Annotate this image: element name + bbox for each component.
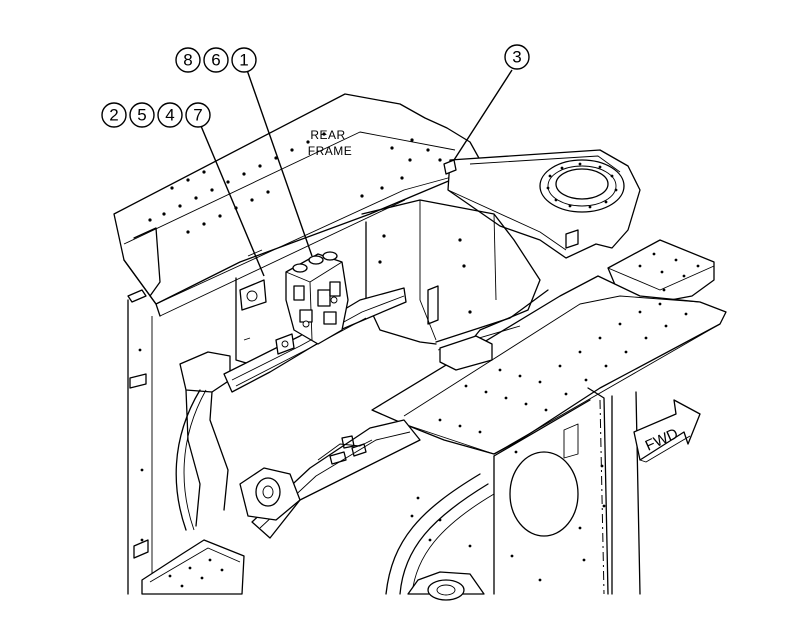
callout-b-2: 4 (165, 106, 174, 125)
valve-assembly (239, 249, 349, 355)
callout-b-3: 7 (193, 106, 202, 125)
callout-3: 3 (512, 48, 521, 67)
rear-frame-label: REAR FRAME (308, 128, 353, 158)
callout-group-b: 2 5 4 7 (101, 102, 211, 128)
pivot-boss (239, 467, 301, 521)
part-3-fitting (443, 159, 457, 175)
callout-b-0: 2 (109, 106, 118, 125)
leader-lines (200, 69, 513, 277)
rear-frame-label-line1: REAR (310, 128, 345, 142)
main-frame-right (361, 149, 727, 595)
swing-bearing (539, 159, 625, 213)
callout-b-1: 5 (137, 106, 146, 125)
callout-single: 3 (504, 44, 530, 70)
leader-line-1 (246, 69, 313, 257)
callout-a-1: 6 (211, 51, 220, 70)
rear-plate-bolt-holes (148, 132, 442, 234)
leader-line-3 (453, 69, 513, 161)
callout-a-2: 1 (239, 51, 248, 70)
callout-group-a: 8 6 1 (175, 47, 257, 73)
rear-frame-top-plate (113, 93, 481, 317)
leader-line-7 (200, 125, 265, 277)
beam-bolt-holes (438, 302, 688, 434)
callout-a-0: 8 (183, 51, 192, 70)
rear-frame-label-line2: FRAME (308, 144, 353, 158)
fwd-arrow: FWD (633, 399, 701, 463)
